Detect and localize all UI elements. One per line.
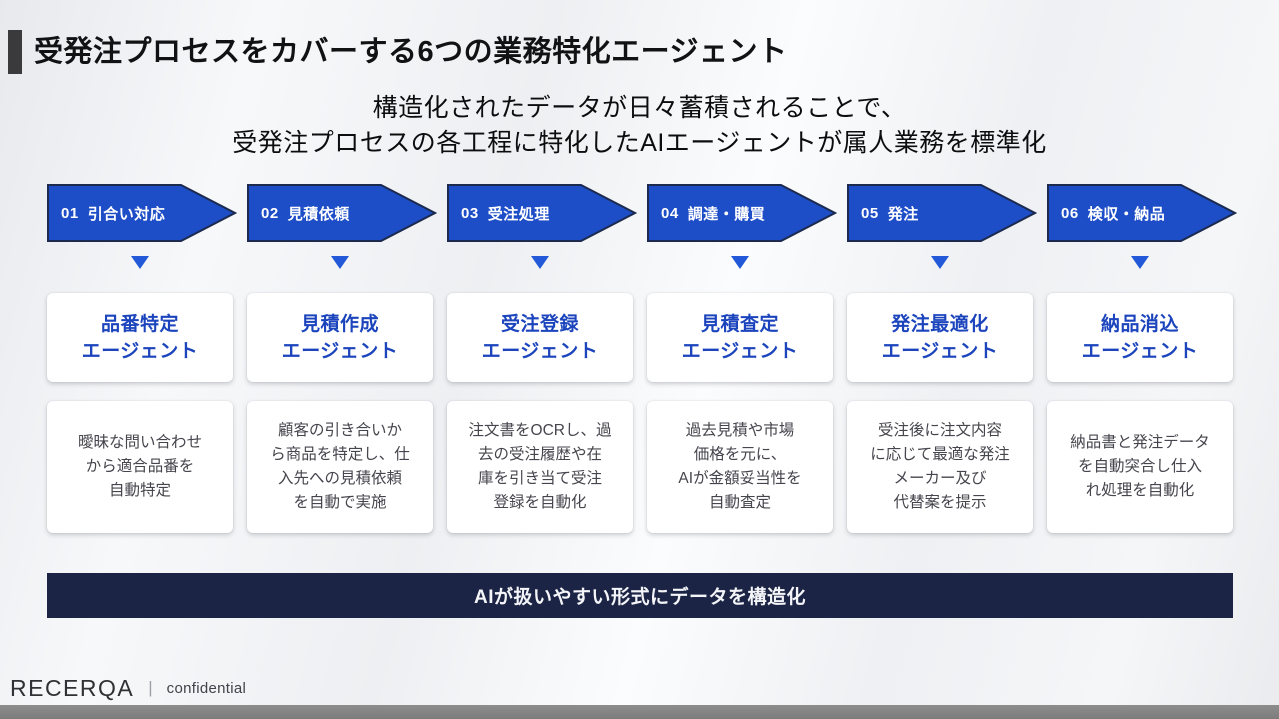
step-number: 05 [861, 204, 879, 222]
agent-description: 顧客の引き合いか ら商品を特定し、仕 入先への見積依頼 を自動で実施 [270, 422, 410, 511]
step-label: 検収・納品 [1087, 205, 1166, 223]
agent-card-2: 見積作成 エージェント [247, 293, 433, 382]
down-triangle-icon [731, 256, 749, 269]
footer: RECERQA | confidential [10, 674, 246, 702]
chevron-arrow-icon [247, 184, 437, 242]
agent-card-4: 見積査定 エージェント [647, 293, 833, 382]
banner-text: AIが扱いやすい形式にデータを構造化 [473, 587, 806, 608]
process-arrow-row: 01 引合い対応 02 見積依頼 03 受注処理 04 調達・購買 05 発注 06 検収・… [47, 184, 1237, 242]
step-label: 発注 [887, 205, 919, 223]
down-triangle-icon [331, 256, 349, 269]
process-step-arrow-02: 02 見積依頼 [247, 184, 437, 242]
agent-card-1: 品番特定 エージェント [47, 293, 233, 382]
chevron-arrow-icon [447, 184, 637, 242]
data-structuring-banner: AIが扱いやすい形式にデータを構造化 [47, 573, 1233, 618]
agent-name: 見積作成 エージェント [281, 313, 399, 362]
agent-card-5: 発注最適化 エージェント [847, 293, 1033, 382]
agent-description: 受注後に注文内容 に応じて最適な発注 メーカー及び 代替案を提示 [870, 422, 1010, 511]
chevron-arrow-icon [47, 184, 237, 242]
agent-description: 注文書をOCRし、過 去の受注履歴や在 庫を引き当て受注 登録を自動化 [468, 422, 612, 511]
connector-row [47, 256, 1233, 270]
step-number: 06 [1061, 204, 1079, 222]
agent-description: 曖昧な問い合わせ から適合品番を 自動特定 [77, 434, 202, 499]
down-triangle-icon [1131, 256, 1149, 269]
agent-name: 発注最適化 エージェント [881, 313, 999, 362]
agent-card-row: 品番特定 エージェント 見積作成 エージェント 受注登録 エージェント 見積査定… [47, 293, 1233, 382]
down-triangle-icon [131, 256, 149, 269]
step-label: 受注処理 [487, 205, 550, 223]
process-step-arrow-03: 03 受注処理 [447, 184, 637, 242]
description-card-1: 曖昧な問い合わせ から適合品番を 自動特定 [47, 401, 233, 533]
chevron-arrow-icon [1047, 184, 1237, 242]
agent-card-3: 受注登録 エージェント [447, 293, 633, 382]
step-number: 03 [461, 204, 479, 222]
process-step-arrow-01: 01 引合い対応 [47, 184, 237, 242]
chevron-arrow-icon [847, 184, 1037, 242]
process-step-arrow-04: 04 調達・購買 [647, 184, 837, 242]
step-label: 調達・購買 [687, 205, 766, 223]
step-number: 04 [661, 204, 679, 222]
agent-description: 納品書と発注データ を自動突合し仕入 れ処理を自動化 [1070, 434, 1210, 499]
bottom-gray-bar [0, 705, 1279, 719]
description-card-6: 納品書と発注データ を自動突合し仕入 れ処理を自動化 [1047, 401, 1233, 533]
subtitle-line-1: 構造化されたデータが日々蓄積されることで、 [372, 94, 907, 122]
recerqa-logo: RECERQA [10, 674, 135, 701]
chevron-arrow-icon [647, 184, 837, 242]
step-number: 01 [61, 204, 79, 222]
agent-name: 受注登録 エージェント [481, 313, 599, 362]
down-triangle-icon [931, 256, 949, 269]
description-card-3: 注文書をOCRし、過 去の受注履歴や在 庫を引き当て受注 登録を自動化 [447, 401, 633, 533]
step-label: 見積依頼 [287, 205, 350, 223]
subtitle-line-2: 受発注プロセスの各工程に特化したAIエージェントが属人業務を標準化 [232, 129, 1047, 157]
step-label: 引合い対応 [87, 205, 166, 223]
agent-name: 納品消込 エージェント [1081, 313, 1199, 362]
subtitle: 構造化されたデータが日々蓄積されることで、 受発注プロセスの各工程に特化したAI… [0, 91, 1279, 161]
description-card-2: 顧客の引き合いか ら商品を特定し、仕 入先への見積依頼 を自動で実施 [247, 401, 433, 533]
agent-name: 品番特定 エージェント [81, 313, 199, 362]
down-triangle-icon [531, 256, 549, 269]
page-title: 受発注プロセスをカバーする6つの業務特化エージェント [34, 36, 788, 68]
agent-description: 過去見積や市場 価格を元に、 AIが金額妥当性を 自動査定 [678, 422, 802, 511]
confidential-label: confidential [166, 679, 247, 697]
description-card-4: 過去見積や市場 価格を元に、 AIが金額妥当性を 自動査定 [647, 401, 833, 533]
agent-name: 見積査定 エージェント [681, 313, 799, 362]
title-accent-bar [8, 30, 22, 74]
description-card-row: 曖昧な問い合わせ から適合品番を 自動特定 顧客の引き合いか ら商品を特定し、仕… [47, 401, 1233, 533]
agent-card-6: 納品消込 エージェント [1047, 293, 1233, 382]
footer-divider: | [148, 678, 153, 697]
step-number: 02 [261, 204, 279, 222]
description-card-5: 受注後に注文内容 に応じて最適な発注 メーカー及び 代替案を提示 [847, 401, 1033, 533]
process-step-arrow-06: 06 検収・納品 [1047, 184, 1237, 242]
process-step-arrow-05: 05 発注 [847, 184, 1037, 242]
